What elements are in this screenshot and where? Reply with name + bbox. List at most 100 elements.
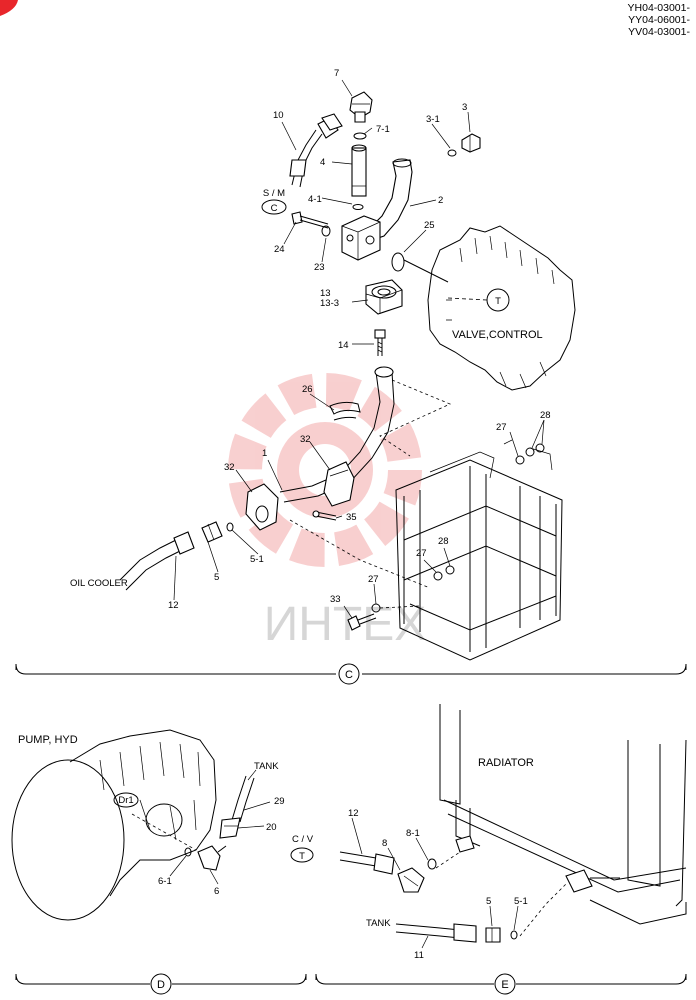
leader-lines-c <box>173 79 545 619</box>
part-label-25: 25 <box>424 220 435 231</box>
o-ring-4-1 <box>352 204 364 210</box>
o-ring-5-1-e <box>510 930 518 940</box>
part-label-26: 26 <box>302 384 313 395</box>
part-label-e5-1: 5-1 <box>514 896 528 907</box>
part-label-35: 35 <box>346 512 357 523</box>
o-ring-3-1 <box>447 149 457 157</box>
part-label-27c: 27 <box>368 574 379 585</box>
o-ring-7-1 <box>353 132 367 140</box>
part-label-27b: 27 <box>416 548 427 559</box>
o-ring-6-1 <box>184 847 192 857</box>
part-label-d29: 29 <box>274 796 285 807</box>
bolt-33 <box>347 613 377 631</box>
tube-4 <box>351 144 367 197</box>
marker-t-cv <box>290 847 314 863</box>
part-label-e12: 12 <box>348 808 359 819</box>
model-code-3: YV04-03001- <box>628 26 690 38</box>
u-bolt-26 <box>329 401 361 415</box>
part-label-27a: 27 <box>496 422 507 433</box>
part-label-14: 14 <box>338 340 349 351</box>
part-label-e5: 5 <box>486 896 491 907</box>
radiator-label: RADIATOR <box>478 757 534 769</box>
bolt-24 <box>291 211 329 229</box>
svg-text:T: T <box>299 851 305 862</box>
hose-12-e <box>339 851 395 875</box>
section-c-divider <box>15 663 687 685</box>
leader-lines-e <box>351 817 519 949</box>
part-label-13: 13 <box>320 288 331 299</box>
part-label-10: 10 <box>273 110 284 121</box>
hose-10 <box>289 113 343 188</box>
corner-mark <box>0 0 18 16</box>
part-label-d6: 6 <box>214 886 219 897</box>
part-label-23: 23 <box>314 262 325 273</box>
part-label-32a: 32 <box>300 434 311 445</box>
part-label-28a: 28 <box>540 410 551 421</box>
model-codes: YH04-03001- YY04-06001- YV04-03001- <box>628 2 690 38</box>
part-label-2: 2 <box>438 195 443 206</box>
bolt-14 <box>374 329 386 356</box>
part-label-33: 33 <box>330 594 341 605</box>
hydraulic-pump <box>11 729 217 921</box>
fitting-5-e <box>485 927 501 943</box>
radiator <box>439 704 687 925</box>
part-label-3-1: 3-1 <box>426 114 440 125</box>
part-label-7-1: 7-1 <box>376 124 390 135</box>
marker-t-valve <box>486 288 510 312</box>
section-d-divider <box>15 973 307 995</box>
fitting-5 <box>201 521 223 543</box>
part-label-24: 24 <box>274 244 285 255</box>
section-c-label: C <box>345 669 353 681</box>
part-label-e8: 8 <box>382 838 387 849</box>
hose-29 <box>219 775 255 839</box>
marker-dr1 <box>113 792 139 808</box>
svg-text:T: T <box>495 296 501 307</box>
bolt-35 <box>312 510 337 521</box>
part-label-12: 12 <box>168 600 179 611</box>
o-ring-25 <box>391 252 405 272</box>
tank-upper-label: TANK <box>254 761 279 772</box>
hose-12 <box>119 531 195 591</box>
hose-11 <box>395 923 477 943</box>
part-label-7: 7 <box>334 68 339 79</box>
part-label-5-1: 5-1 <box>250 554 264 565</box>
pump-hyd-label: PUMP, HYD <box>18 734 78 746</box>
section-e-divider <box>315 973 687 995</box>
sm-label: S / M <box>263 188 285 199</box>
washer-23 <box>321 225 331 237</box>
part-label-e8-1: 8-1 <box>406 828 420 839</box>
clamp-32-upper <box>323 461 355 507</box>
part-label-5: 5 <box>214 572 219 583</box>
tube-1 <box>279 366 395 503</box>
part-label-1: 1 <box>262 448 267 459</box>
tank-lower-label: TANK <box>366 918 391 929</box>
block-manifold <box>341 215 381 261</box>
part-label-d20: 20 <box>266 822 277 833</box>
svg-text:C: C <box>271 203 278 214</box>
model-code-2: YY04-06001- <box>628 14 690 26</box>
o-ring-5-1 <box>226 522 234 532</box>
clamp-32-lower <box>245 483 279 531</box>
cv-label: C / V <box>292 834 314 845</box>
marker-c <box>261 199 287 215</box>
part-label-d6-1: 6-1 <box>158 876 172 887</box>
flange-13 <box>365 279 403 315</box>
plug-3 <box>461 133 481 153</box>
section-d-label: D <box>157 979 165 991</box>
valve-control-label: VALVE,CONTROL <box>452 329 543 341</box>
elbow-fitting-7 <box>349 91 373 123</box>
part-label-32b: 32 <box>224 462 235 473</box>
part-label-4-1: 4-1 <box>308 194 322 205</box>
watermark-text: ИНТЕХ <box>264 598 427 651</box>
elbow-6 <box>197 845 227 871</box>
part-label-28b: 28 <box>438 536 449 547</box>
part-label-e11: 11 <box>414 950 424 961</box>
frame-bracket <box>395 439 563 661</box>
part-label-3: 3 <box>462 102 467 113</box>
o-ring-8-1 <box>427 858 437 870</box>
model-code-1: YH04-03001- <box>627 2 690 14</box>
control-valve: T <box>427 225 576 391</box>
part-label-13-3: 13-3 <box>320 298 339 309</box>
section-e-label: E <box>501 979 508 991</box>
